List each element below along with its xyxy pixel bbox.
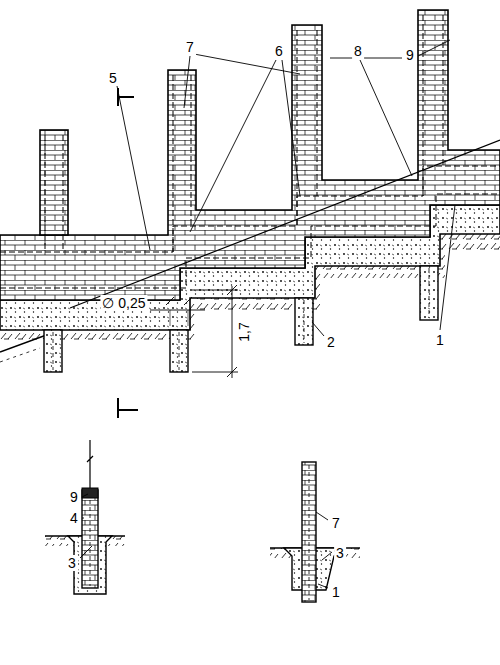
callout-number: 9 — [68, 489, 80, 505]
callout-number: 4 — [68, 510, 80, 526]
callout-number: 8 — [352, 43, 364, 59]
callout-number: 2 — [325, 334, 337, 350]
callout-number: 7 — [184, 39, 196, 55]
callout-number: ∅ 0,25 — [100, 295, 147, 311]
callout-number: 9 — [404, 47, 416, 63]
callout-number: 7 — [330, 515, 342, 531]
callout-number: 1 — [330, 584, 342, 600]
callout-number: 6 — [273, 43, 285, 59]
callout-number: 3 — [66, 555, 78, 571]
callout-number: 3 — [334, 545, 346, 561]
callout-number: 1,7 — [236, 320, 252, 343]
callout-number: 1 — [434, 332, 446, 348]
callout-number: 5 — [107, 70, 119, 86]
